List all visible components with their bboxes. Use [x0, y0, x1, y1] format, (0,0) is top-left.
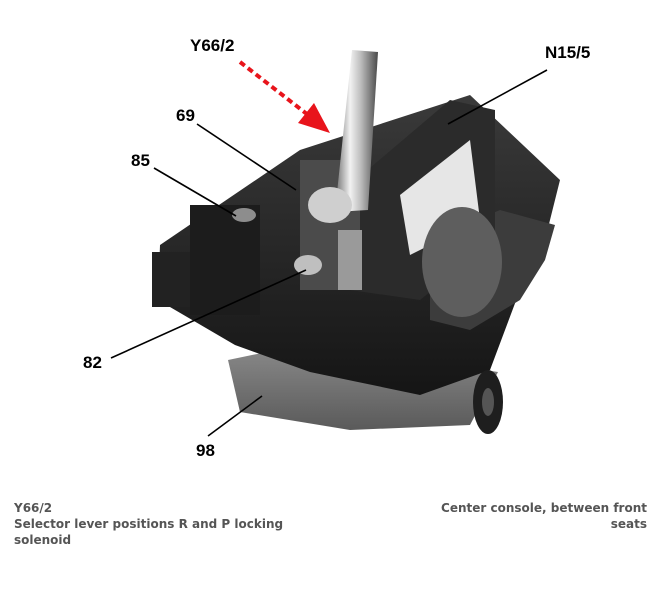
y66-2-pointer-arrow [238, 60, 330, 133]
right-wheel-hub [482, 388, 494, 416]
leader-98 [207, 395, 263, 437]
callout-n15-5: N15/5 [545, 43, 590, 62]
leader-n15-5 [447, 69, 548, 125]
solenoid-pin [294, 255, 322, 275]
selector-lever [335, 50, 378, 212]
caption-location-line1: Center console, between front [441, 501, 647, 515]
leader-69 [196, 123, 297, 191]
caption-location: Center console, between front seats [407, 500, 647, 532]
caption-description-line1: Selector lever positions R and P locking [14, 517, 284, 531]
spring-detail [232, 208, 256, 222]
rubber-boot [422, 207, 502, 317]
gate-rack [338, 230, 362, 290]
caption-location-line2: seats [610, 517, 647, 531]
callout-98: 98 [196, 441, 215, 460]
selector-assembly [152, 50, 560, 434]
caption-code: Y66/2 [14, 501, 53, 515]
callout-85: 85 [131, 151, 150, 170]
caption-component: Y66/2 Selector lever positions R and P l… [14, 500, 344, 548]
callout-69: 69 [176, 106, 195, 125]
lever-base [308, 187, 352, 223]
callout-y66-2: Y66/2 [190, 36, 234, 55]
callout-82: 82 [83, 353, 102, 372]
left-mount [152, 252, 197, 307]
leader-82 [110, 269, 307, 359]
left-bracket [190, 205, 260, 315]
caption-description-line2: solenoid [14, 533, 72, 547]
leader-85 [153, 167, 237, 217]
